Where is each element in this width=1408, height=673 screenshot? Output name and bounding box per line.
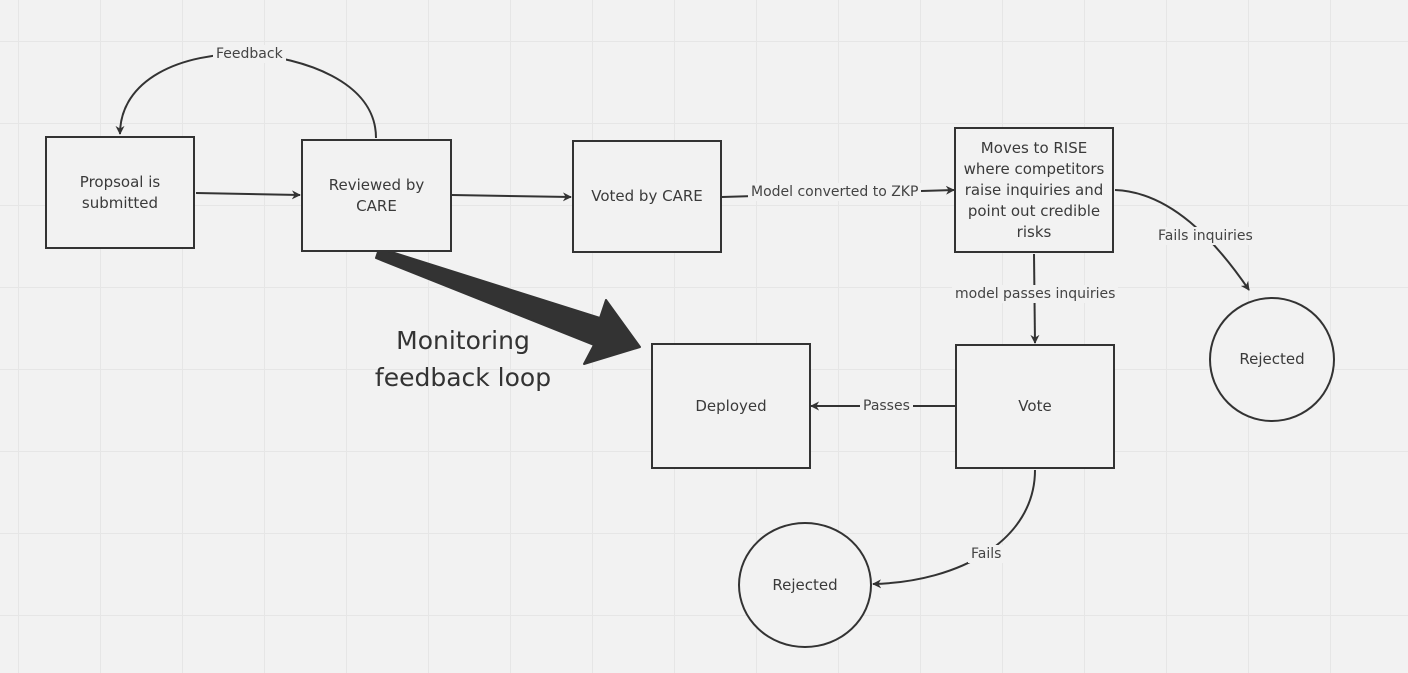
node-rejected-bottom[interactable]: Rejected bbox=[738, 522, 872, 648]
edge-label-feedback: Feedback bbox=[213, 45, 286, 63]
edge-proposal-to-reviewed[interactable] bbox=[195, 190, 301, 200]
monitoring-arrow-icon bbox=[375, 248, 641, 365]
node-proposal-submitted[interactable]: Propsoal is submitted bbox=[45, 136, 195, 249]
edge-label-fails: Fails bbox=[968, 545, 1005, 563]
node-rejected-top[interactable]: Rejected bbox=[1209, 297, 1335, 422]
edge-label-passes: Passes bbox=[860, 397, 913, 415]
edge-rise-to-rejected[interactable] bbox=[1114, 189, 1250, 291]
node-moves-to-rise[interactable]: Moves to RISE where competitors raise in… bbox=[954, 127, 1114, 253]
node-reviewed-by-care[interactable]: Reviewed by CARE bbox=[301, 139, 452, 252]
annotation-monitoring-feedback-loop: Monitoring feedback loop bbox=[374, 326, 552, 392]
edge-feedback[interactable] bbox=[115, 52, 377, 139]
edge-label-zkp: Model converted to ZKP bbox=[748, 183, 922, 201]
node-deployed[interactable]: Deployed bbox=[651, 343, 811, 469]
edge-label-fails-inquiries: Fails inquiries bbox=[1155, 227, 1256, 245]
node-voted-by-care[interactable]: Voted by CARE bbox=[572, 140, 722, 253]
edge-reviewed-to-voted[interactable] bbox=[451, 192, 572, 202]
node-vote[interactable]: Vote bbox=[955, 344, 1115, 469]
edge-label-passes-inquiries: model passes inquiries bbox=[952, 285, 1119, 303]
edge-vote-to-rejected[interactable] bbox=[872, 469, 1036, 589]
